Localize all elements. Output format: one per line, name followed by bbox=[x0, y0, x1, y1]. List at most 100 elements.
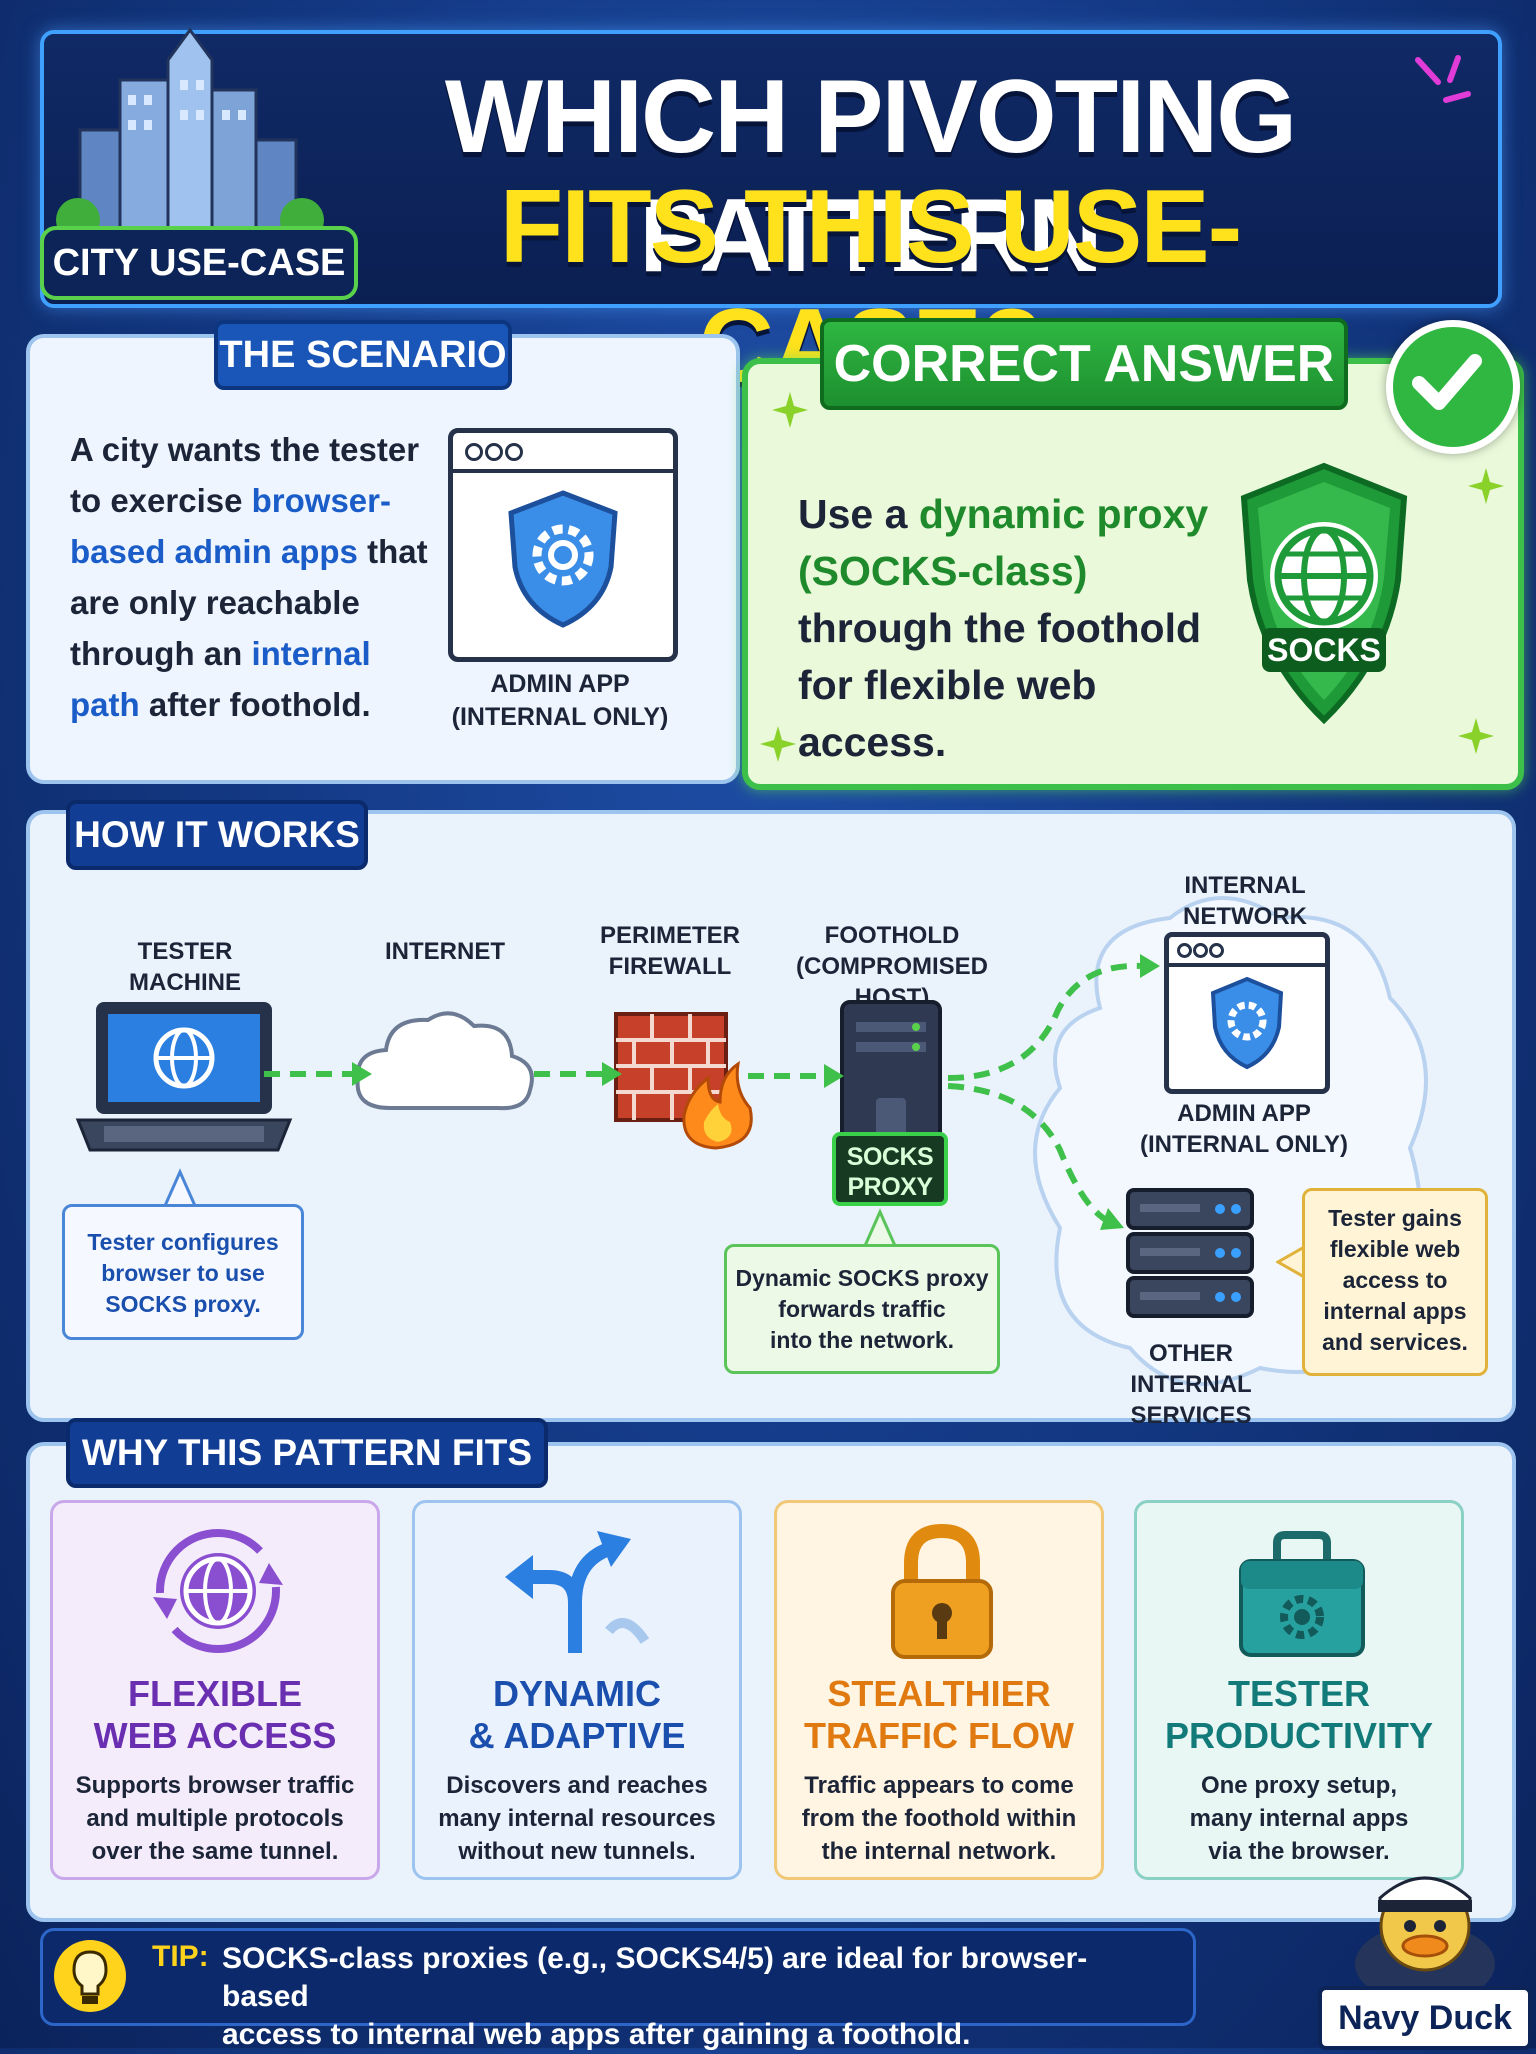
firewall-label: PERIMETER FIREWALL bbox=[580, 920, 760, 982]
scenario-text-part: after foothold. bbox=[139, 686, 371, 723]
why-desc-line: One proxy setup, bbox=[1200, 1772, 1398, 1799]
sparkle-icon bbox=[1468, 468, 1504, 504]
checkmark-icon bbox=[1386, 320, 1520, 454]
callout-pointer bbox=[162, 1168, 198, 1208]
why-desc-line: many internal apps bbox=[1189, 1805, 1409, 1832]
why-title-line: PRODUCTIVITY bbox=[1164, 1715, 1433, 1756]
answer-text-part: Use a bbox=[798, 491, 919, 537]
why-desc: Supports browser traffic and multiple pro… bbox=[53, 1769, 377, 1868]
sparkle-icon bbox=[760, 726, 796, 762]
answer-text-part: through the foothold for flexible web ac… bbox=[798, 605, 1202, 765]
callout-line: SOCKS proxy. bbox=[105, 1291, 261, 1317]
why-desc-line: and multiple protocols bbox=[86, 1805, 344, 1832]
scenario-text-part: that are only reachable through an bbox=[70, 533, 428, 672]
callout-line: access to bbox=[1342, 1267, 1448, 1293]
callout-line: into the network. bbox=[770, 1327, 954, 1353]
callout-line: Tester gains bbox=[1328, 1205, 1462, 1231]
why-title-line: TESTER bbox=[1227, 1673, 1370, 1714]
callout-line: flexible web bbox=[1329, 1236, 1461, 1262]
foothold-server-icon bbox=[840, 1000, 942, 1164]
label-line: (INTERNAL ONLY) bbox=[1139, 1131, 1348, 1158]
firewall-icon bbox=[614, 1012, 753, 1150]
padlock-icon bbox=[891, 1523, 993, 1659]
server-rack-icon bbox=[1126, 1188, 1254, 1318]
tip-label: TIP: bbox=[152, 1940, 209, 1973]
sparkle-icon bbox=[1458, 718, 1494, 754]
admin-app-caption: ADMIN APP (INTERNAL ONLY) bbox=[430, 668, 690, 734]
city-use-case-badge: CITY USE-CASE bbox=[40, 226, 358, 300]
why-desc-line: Discovers and reaches bbox=[446, 1772, 708, 1799]
why-desc-line: without new tunnels. bbox=[458, 1838, 696, 1865]
why-title-line: FLEXIBLE bbox=[127, 1673, 302, 1714]
label-line: FOOTHOLD bbox=[824, 922, 960, 949]
badge-line: SOCKS bbox=[846, 1143, 934, 1171]
caption-line: ADMIN APP bbox=[490, 670, 630, 698]
caption-line: (INTERNAL ONLY) bbox=[451, 703, 669, 731]
why-desc-line: via the browser. bbox=[1208, 1838, 1390, 1865]
how-it-works-tab: HOW IT WORKS bbox=[66, 800, 368, 870]
why-title-line: WEB ACCESS bbox=[93, 1715, 337, 1756]
why-title: DYNAMIC& ADAPTIVE bbox=[415, 1673, 739, 1757]
navy-duck-mascot-icon bbox=[1355, 1876, 1495, 1994]
other-services-label: OTHER INTERNAL SERVICES bbox=[1086, 1338, 1296, 1431]
label-line: OTHER INTERNAL bbox=[1130, 1340, 1252, 1398]
badge-line: PROXY bbox=[847, 1173, 933, 1201]
label-line: ADMIN APP bbox=[1177, 1100, 1311, 1127]
laptop-icon bbox=[75, 1002, 293, 1152]
why-title-line: & ADAPTIVE bbox=[468, 1715, 686, 1756]
why-desc-line: from the foothold within bbox=[801, 1805, 1077, 1832]
why-title-line: TRAFFIC FLOW bbox=[804, 1715, 1074, 1756]
callout-line: browser to use bbox=[101, 1260, 265, 1286]
internal-network-label: INTERNAL NETWORK bbox=[1183, 872, 1307, 930]
globe-arrows-icon bbox=[153, 1529, 283, 1653]
callout-pointer bbox=[862, 1208, 898, 1248]
socks-shield-label: SOCKS bbox=[1267, 632, 1381, 668]
why-pattern-fits-tab: WHY THIS PATTERN FITS bbox=[66, 1418, 548, 1488]
tester-machine-label: TESTER MACHINE bbox=[129, 938, 241, 996]
answer-text: Use a dynamic proxy (SOCKS-class) throug… bbox=[798, 486, 1238, 771]
tip-text: SOCKS-class proxies (e.g., SOCKS4/5) are… bbox=[222, 1940, 1142, 2054]
scenario-highlight: internal path bbox=[70, 635, 371, 723]
correct-answer-tab: CORRECT ANSWER bbox=[820, 318, 1348, 410]
label-line: FIREWALL bbox=[608, 953, 732, 980]
why-desc-line: over the same tunnel. bbox=[91, 1838, 339, 1865]
label-line: SERVICES bbox=[1130, 1402, 1252, 1429]
sparkle-icon bbox=[772, 392, 808, 428]
callout-line: Tester configures bbox=[87, 1229, 279, 1255]
internal-admin-label: ADMIN APP (INTERNAL ONLY) bbox=[1134, 1098, 1354, 1160]
why-title-line: DYNAMIC bbox=[493, 1673, 661, 1714]
why-desc-line: Supports browser traffic bbox=[75, 1772, 355, 1799]
title-line-1: WHICH PIVOTING PATTERN bbox=[444, 59, 1297, 294]
brand-label: Navy Duck bbox=[1318, 1986, 1532, 2050]
scenario-tab: THE SCENARIO bbox=[214, 320, 512, 390]
answer-highlight: dynamic proxy (SOCKS-class) bbox=[798, 491, 1209, 594]
internet-label: INTERNET bbox=[385, 938, 505, 965]
sparkle-icon bbox=[1415, 55, 1471, 103]
socks-shield-icon bbox=[1240, 462, 1408, 725]
foothold-label: FOOTHOLD(COMPROMISED HOST) bbox=[772, 920, 1012, 1013]
callout-pointer bbox=[1276, 1244, 1306, 1280]
toolbox-icon bbox=[1239, 1531, 1365, 1657]
internet-cloud-icon bbox=[355, 1011, 534, 1111]
callout-line: forwards traffic bbox=[778, 1296, 946, 1322]
tip-line: access to internal web apps after gainin… bbox=[222, 2018, 971, 2051]
shield-gear-icon bbox=[508, 490, 618, 628]
lightbulb-icon bbox=[54, 1940, 126, 2012]
why-desc: One proxy setup, many internal apps via th… bbox=[1137, 1769, 1461, 1868]
label-line: PERIMETER bbox=[599, 922, 740, 949]
shield-gear-icon bbox=[1210, 976, 1284, 1070]
why-title-line: STEALTHIER bbox=[827, 1673, 1051, 1714]
why-desc-line: the internal network. bbox=[821, 1838, 1057, 1865]
